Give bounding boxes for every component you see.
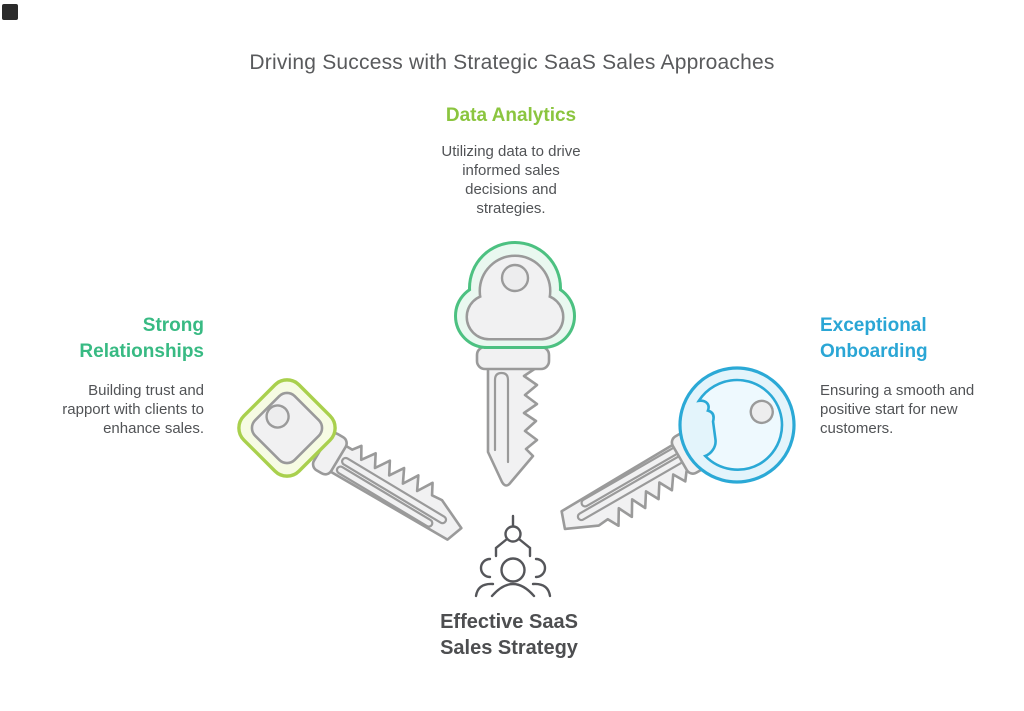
right-key-icon [560,366,796,531]
claw-grabber-icon [494,514,532,558]
strong-relationships-title: Strong Relationships [79,315,204,362]
keyhole [749,399,774,425]
page-title: Driving Success with Strategic SaaS Sale… [249,51,775,74]
data-analytics-title: Data Analytics [445,105,577,126]
keyhole [265,404,290,429]
center-key-icon [454,241,576,487]
corner-mark [2,4,18,20]
keyhole [500,263,530,293]
team-people-icon [474,557,552,598]
data-analytics-description: Utilizing data to drive informed sales d… [441,143,581,217]
effective-strategy-label: Effective SaaS Sales Strategy [440,611,578,659]
exceptional-onboarding-description: Ensuring a smooth and positive start for… [820,382,975,437]
exceptional-onboarding-title: Exceptional Onboarding [820,315,928,362]
strong-relationships-description: Building trust and rapport with clients … [62,382,204,437]
left-key-icon [237,378,463,541]
